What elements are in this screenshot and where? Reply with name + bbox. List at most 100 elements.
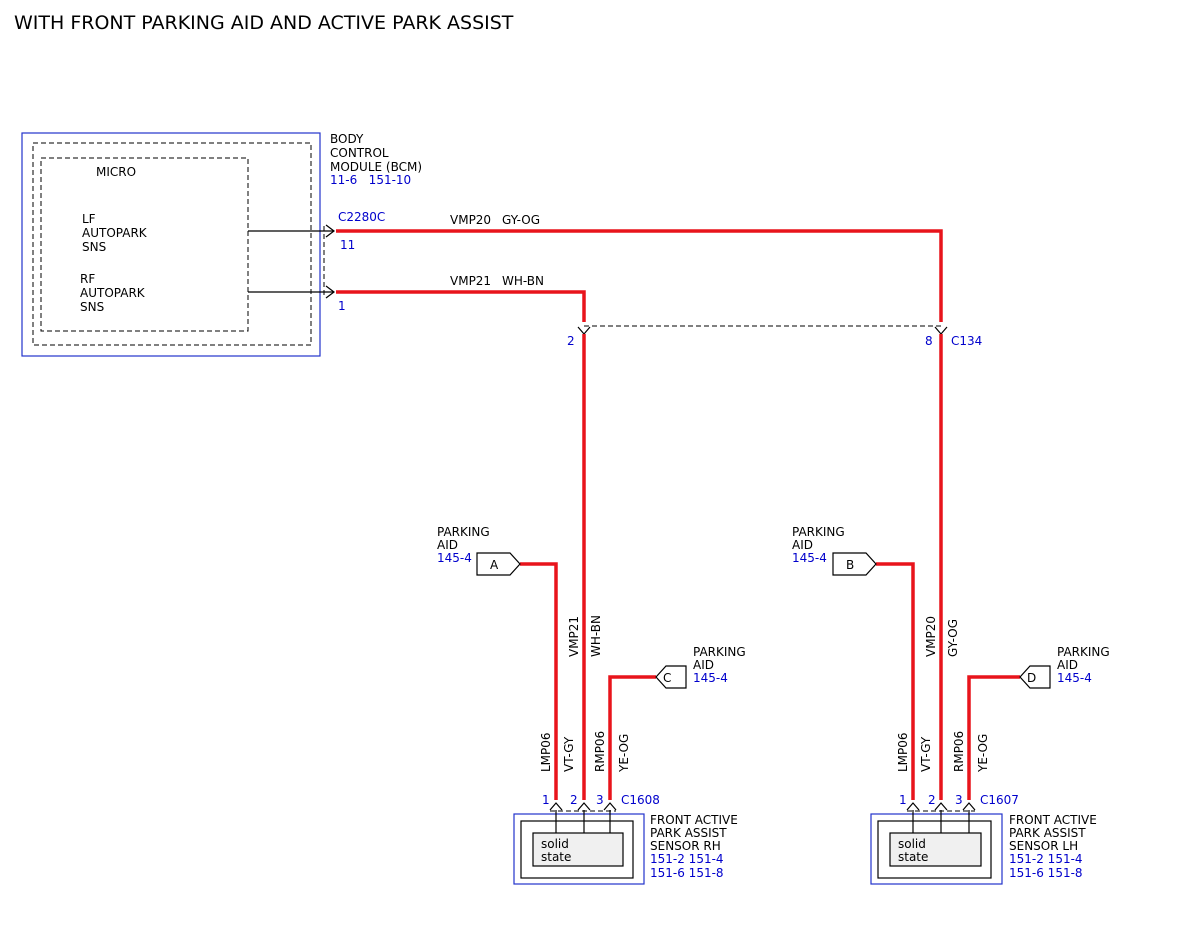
rmp06-lh-color: YE-OG [976, 734, 990, 773]
sensor-rh-refs-2: 151-6 151-8 [650, 866, 724, 880]
rmp06-lh-circuit: RMP06 [952, 731, 966, 772]
ref-flag-d[interactable]: D PARKING AID 145-4 [1019, 645, 1110, 689]
lmp06-wire-rh [520, 562, 558, 800]
c134-pin8-arrow-icon [934, 326, 948, 335]
diagram-title: WITH FRONT PARKING AID AND ACTIVE PARK A… [14, 12, 514, 34]
vmp21-vert-color: WH-BN [589, 615, 603, 657]
ref-flag-b[interactable]: PARKING AID 145-4 B [792, 525, 877, 576]
vmp21-circuit-label: VMP21 [450, 274, 491, 288]
c1607-pin1-arrow-icon [906, 802, 920, 811]
vmp20-circuit-label: VMP20 [450, 213, 491, 227]
bcm-refs: 11-6 151-10 [330, 173, 411, 187]
vmp20-vert-circuit: VMP20 [924, 616, 938, 657]
ref-a-flag-icon [476, 552, 521, 576]
c1608-pin3: 3 [596, 793, 604, 807]
ref-c-flag-icon [655, 665, 687, 689]
c2280c-pin11: 11 [340, 238, 355, 252]
rmp06-rh-color: YE-OG [617, 734, 631, 773]
rf-label-2: AUTOPARK [80, 286, 146, 300]
ref-c-line2: AID [693, 658, 714, 672]
ref-c-line1: PARKING [693, 645, 746, 659]
c1607-pin3: 3 [955, 793, 963, 807]
sensor-rh-chip-box [532, 832, 624, 867]
bcm-name-3: MODULE (BCM) [330, 160, 422, 174]
lmp06-rh-color: VT-GY [562, 736, 576, 772]
sensor-lh-name-1: FRONT ACTIVE [1009, 813, 1097, 827]
rf-label-3: SNS [80, 300, 104, 314]
sensor-lh-name-3: SENSOR LH [1009, 839, 1078, 853]
sensor-rh-refs-1: 151-2 151-4 [650, 852, 724, 866]
c1607-pin2-arrow-icon [934, 802, 948, 811]
c1608-pin1-arrow-icon [549, 802, 563, 811]
sensor-rh-name-1: FRONT ACTIVE [650, 813, 738, 827]
vmp21-color-label: WH-BN [502, 274, 544, 288]
ref-d-flag-icon [1019, 665, 1051, 689]
ref-d-page: 145-4 [1057, 671, 1092, 685]
ref-d-line1: PARKING [1057, 645, 1110, 659]
ref-a-page: 145-4 [437, 551, 472, 565]
ref-a-line2: AID [437, 538, 458, 552]
sensor-rh-name-3: SENSOR RH [650, 839, 721, 853]
ref-b-flag-icon [832, 552, 877, 576]
c1608-pin3-arrow-icon [603, 802, 617, 811]
ref-flag-a[interactable]: PARKING AID 145-4 A [437, 525, 521, 576]
sensor-lh-inner-1: solid [898, 837, 926, 851]
ref-flag-c[interactable]: C PARKING AID 145-4 [655, 645, 746, 689]
sensor-lh-mid-box [877, 820, 992, 879]
sensor-lh-refs-2: 151-6 151-8 [1009, 866, 1083, 880]
ref-b-line2: AID [792, 538, 813, 552]
sensor-rh-mid-box [520, 820, 634, 879]
c1607-pin1: 1 [899, 793, 907, 807]
micro-label: MICRO [96, 165, 136, 179]
c2280c-pin11-arrow-icon [325, 224, 335, 238]
sensor-lh: 1 2 3 C1607 solid state FRONT ACTIVE PAR… [870, 793, 1097, 885]
ref-b-page: 145-4 [792, 551, 827, 565]
bcm-dashed-box [32, 142, 312, 346]
bcm-name-2: CONTROL [330, 146, 389, 160]
lmp06-lh-circuit: LMP06 [896, 732, 910, 772]
c1608-pin1: 1 [542, 793, 550, 807]
ref-c-page: 145-4 [693, 671, 728, 685]
rmp06-wire-rh [608, 675, 656, 800]
lf-label-2: AUTOPARK [82, 226, 148, 240]
sensor-rh: 1 2 3 C1608 solid state FRONT ACTIVE PAR… [513, 793, 738, 885]
lmp06-rh-circuit: LMP06 [539, 732, 553, 772]
bcm-outer-box [21, 132, 321, 357]
sensor-rh-name-2: PARK ASSIST [650, 826, 727, 840]
sensor-lh-chip-box [889, 832, 982, 867]
c134-pin8: 8 [925, 334, 933, 348]
c2280c-label: C2280C [338, 210, 385, 224]
c2280c-pin1: 1 [338, 299, 346, 313]
sensor-rh-outer-box [513, 813, 645, 885]
ref-c-letter: C [663, 671, 671, 685]
vmp21-wire-upper [336, 290, 586, 322]
c1608-label: C1608 [621, 793, 660, 807]
c134-label: C134 [951, 334, 982, 348]
c2280c-pin1-arrow-icon [325, 285, 335, 299]
lmp06-lh-color: VT-GY [919, 736, 933, 772]
bcm-name-1: BODY [330, 132, 364, 146]
ref-d-letter: D [1027, 671, 1036, 685]
lf-label-3: SNS [82, 240, 106, 254]
lf-label-1: LF [82, 212, 96, 226]
vmp21-vert-circuit: VMP21 [567, 616, 581, 657]
rf-label-1: RF [80, 272, 95, 286]
sensor-rh-inner-1: solid [541, 837, 569, 851]
lmp06-wire-lh [876, 562, 915, 800]
ref-a-line1: PARKING [437, 525, 490, 539]
ref-b-line1: PARKING [792, 525, 845, 539]
sensor-lh-inner-2: state [898, 850, 928, 864]
c1607-pin2: 2 [928, 793, 936, 807]
rmp06-wire-lh [967, 675, 1020, 800]
ref-d-line2: AID [1057, 658, 1078, 672]
vmp20-color-label: GY-OG [502, 213, 540, 227]
sensor-lh-name-2: PARK ASSIST [1009, 826, 1086, 840]
sensor-lh-refs-1: 151-2 151-4 [1009, 852, 1083, 866]
c1608-pin2-arrow-icon [577, 802, 591, 811]
vmp20-vert-color: GY-OG [946, 619, 960, 657]
rmp06-rh-circuit: RMP06 [593, 731, 607, 772]
c1607-pin3-arrow-icon [962, 802, 976, 811]
ref-b-letter: B [846, 558, 854, 572]
sensor-lh-outer-box [870, 813, 1003, 885]
